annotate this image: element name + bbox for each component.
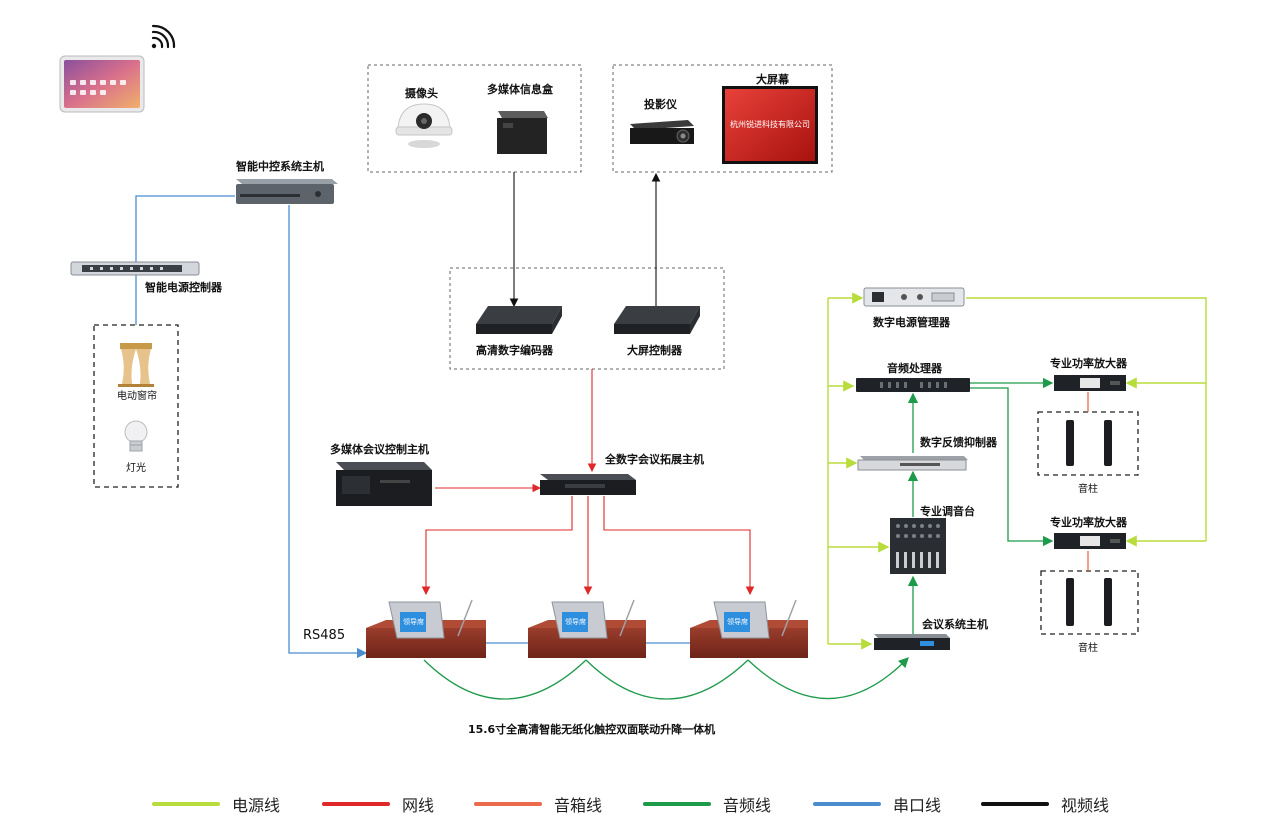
- legend-serial-line: 串口线: [813, 794, 942, 815]
- curtain-icon: [118, 343, 154, 387]
- camera-label: 摄像头: [405, 87, 438, 100]
- projector-label: 投影仪: [644, 98, 677, 111]
- audio-arc-2: [585, 659, 749, 700]
- desk-terminal-2: [528, 599, 646, 658]
- legend-swatch-audio: [643, 802, 711, 806]
- legend-network-line: 网线: [322, 794, 435, 815]
- serial-line-central-to-power: [135, 195, 235, 265]
- column-speakers-2: [1066, 578, 1112, 626]
- mixer-label: 专业调音台: [920, 505, 975, 518]
- tablet-device: [59, 55, 145, 113]
- media-host-device: [336, 462, 432, 506]
- amplifier-2-label: 专业功率放大器: [1050, 516, 1127, 529]
- speaker-1-label: 音柱: [1078, 484, 1098, 495]
- desk-terminal-1: [366, 599, 486, 658]
- terminal-2-screen-text: 领导席: [565, 618, 586, 626]
- mixer-device: [890, 518, 946, 574]
- curtain-label: 电动窗帘: [117, 391, 157, 402]
- legend-swatch-speaker: [474, 802, 542, 806]
- amplifier-2-device: [1054, 533, 1126, 549]
- expansion-host-label: 全数字会议拓展主机: [605, 453, 704, 466]
- media-box-label: 多媒体信息盒: [487, 83, 553, 96]
- legend-swatch-network: [322, 802, 390, 806]
- feedback-suppressor-label: 数字反馈抑制器: [920, 436, 997, 449]
- amplifier-1-device: [1054, 375, 1126, 391]
- power-controller-label: 智能电源控制器: [145, 281, 222, 294]
- encoder-label: 高清数字编码器: [476, 344, 553, 357]
- feedback-suppressor-device: [857, 456, 968, 471]
- screen-company-text: 杭州锐进科技有限公司: [730, 120, 810, 129]
- legend-label-speaker: 音箱线: [554, 796, 603, 815]
- legend-label-power: 电源线: [232, 796, 281, 815]
- terminal-caption: 15.6寸全高清智能无纸化触控双面联动升降一体机: [468, 723, 716, 736]
- encoder-group-box: [449, 267, 725, 370]
- audio-line-processor-to-amp2: [970, 387, 1054, 547]
- power-manager-label: 数字电源管理器: [873, 316, 950, 329]
- media-host-label: 多媒体会议控制主机: [330, 443, 429, 456]
- audio-processor-device: [856, 378, 970, 392]
- camera-group-box: [367, 64, 582, 173]
- legend-label-network: 网线: [402, 796, 435, 815]
- audio-processor-label: 音频处理器: [887, 362, 942, 375]
- legend-label-audio: 音频线: [723, 796, 772, 815]
- big-screen-device: [722, 86, 818, 164]
- audio-arc-1: [423, 659, 587, 700]
- speaker2-group-box: [1040, 570, 1139, 635]
- central-control-label: 智能中控系统主机: [236, 160, 324, 173]
- expansion-host-device: [540, 474, 636, 495]
- display-group-box: [612, 64, 833, 173]
- legend-video-line: 视频线: [981, 794, 1110, 815]
- projector-device: [630, 120, 694, 144]
- speaker1-group-box: [1037, 411, 1139, 476]
- power-line-manager-right: [966, 297, 1207, 541]
- terminal-1-screen-text: 领导席: [403, 618, 424, 626]
- big-screen-label: 大屏幕: [756, 73, 789, 86]
- terminal-3-screen-text: 领导席: [727, 618, 748, 626]
- light-label: 灯光: [126, 463, 146, 474]
- power-controller-device: [70, 261, 200, 276]
- light-bulb-icon: [124, 420, 148, 452]
- encoder-device: [476, 306, 562, 334]
- column-speakers-1: [1066, 420, 1112, 466]
- screen-controller-label: 大屏控制器: [627, 344, 682, 357]
- central-control-device: [236, 179, 338, 204]
- network-line-to-desk-1: [421, 496, 573, 596]
- power-manager-device: [863, 287, 965, 307]
- camera-device: [395, 103, 453, 148]
- legend-power-line: 电源线: [152, 794, 281, 815]
- audio-arc-3: [747, 657, 909, 700]
- legend-label-serial: 串口线: [893, 796, 942, 815]
- speaker-2-label: 音柱: [1078, 643, 1098, 654]
- amplifier-1-label: 专业功率放大器: [1050, 357, 1127, 370]
- media-box-device: [497, 111, 548, 154]
- network-line-to-desk-3: [603, 496, 755, 596]
- legend-speaker-line: 音箱线: [474, 794, 603, 815]
- legend-swatch-power: [152, 802, 220, 806]
- serial-line-rs485: [288, 205, 368, 659]
- legend-swatch-video: [981, 802, 1049, 806]
- wifi-icon: [151, 24, 176, 49]
- desk-terminal-3: [690, 599, 808, 658]
- conference-host-label: 会议系统主机: [922, 618, 988, 631]
- legend-swatch-serial: [813, 802, 881, 806]
- curtain-light-group-box: [93, 324, 179, 488]
- legend-audio-line: 音频线: [643, 794, 772, 815]
- screen-controller-device: [614, 306, 700, 334]
- conference-host-device: [874, 634, 950, 650]
- rs485-label: RS485: [303, 628, 346, 643]
- legend-label-video: 视频线: [1061, 796, 1110, 815]
